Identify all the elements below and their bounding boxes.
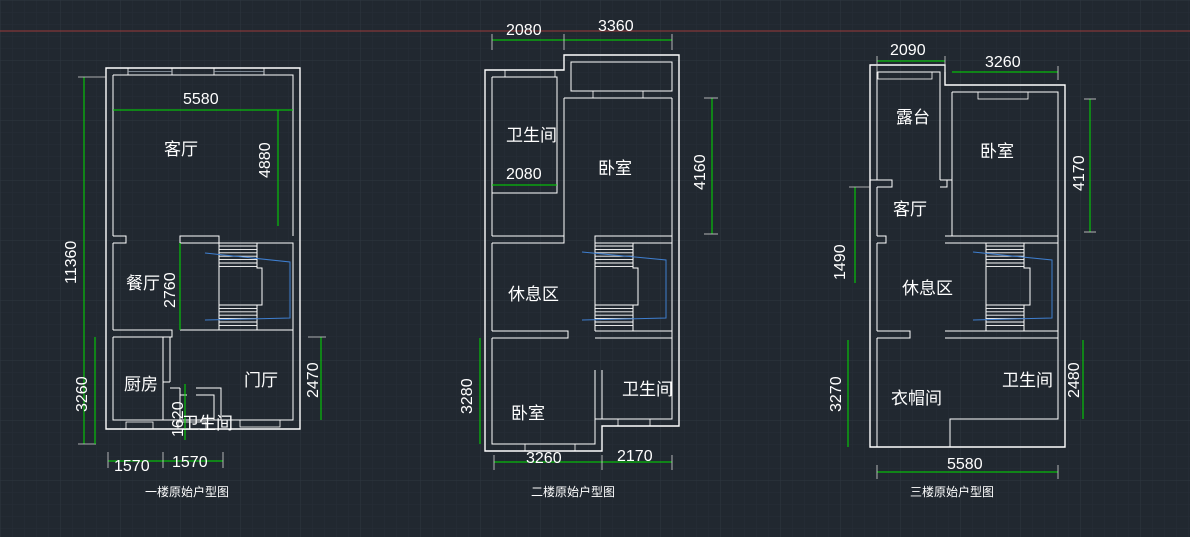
room-bath: 卫生间 (1002, 371, 1053, 391)
plan-title: 三楼原始户型图 (910, 484, 994, 499)
top-windows (127, 67, 265, 76)
top-windows (877, 71, 1029, 100)
dim-front-depth: 3260 (74, 376, 91, 412)
bottom-windows (125, 419, 281, 430)
dim-top-left: 2090 (890, 42, 926, 59)
outer-walls (484, 54, 680, 452)
dim-right-bottom: 2480 (1066, 362, 1083, 398)
staircase (204, 242, 294, 331)
bottom-windows (524, 418, 651, 452)
inner-wall-outline (112, 74, 294, 421)
room-lounge: 休息区 (902, 279, 953, 299)
room-bath: 卫生间 (182, 414, 233, 434)
plan-title: 二楼原始户型图 (531, 484, 615, 499)
dim-right-depth: 4170 (1071, 155, 1088, 191)
room-bedroom: 卧室 (980, 142, 1014, 162)
dim-dining-depth: 2760 (162, 272, 179, 308)
dim-living-depth: 4880 (257, 142, 274, 178)
dim-bottom-width: 5580 (947, 456, 983, 473)
kitchen-walls (162, 337, 222, 420)
staircase (581, 243, 667, 331)
plan-floor-3: 2090 3260 4170 1490 3270 2480 5580 露台 卧室… (828, 42, 1096, 499)
dim-left-mid: 1490 (832, 244, 849, 280)
dim-bottom-left: 1570 (114, 458, 150, 475)
room-bedroom-top: 卧室 (598, 159, 632, 179)
room-living: 客厅 (893, 200, 927, 220)
dim-total-height: 11360 (63, 241, 80, 284)
dim-right-depth: 4160 (692, 154, 709, 190)
room-terrace: 露台 (896, 108, 930, 128)
room-bath-top: 卫生间 (506, 126, 557, 146)
dim-inner: 2080 (506, 166, 542, 183)
dim-left-depth: 3280 (459, 378, 476, 414)
dim-left-bottom: 3270 (828, 376, 845, 412)
dim-bottom-mid: 1570 (172, 454, 208, 471)
dim-hall-depth: 2470 (305, 362, 322, 398)
room-closet: 衣帽间 (891, 389, 942, 409)
plan-title: 一楼原始户型图 (145, 484, 229, 499)
plan-floor-1: 5580 4880 11360 2760 3260 1620 2470 1570… (63, 67, 326, 499)
top-windows (504, 69, 644, 99)
inner-walls (876, 71, 1059, 447)
dim-top-right: 3260 (985, 54, 1021, 71)
partition-walls (492, 186, 673, 419)
dim-bottom-right: 2170 (617, 448, 653, 465)
staircase (972, 243, 1053, 331)
dim-top-right: 3360 (598, 18, 634, 35)
plan-floor-2: 2080 3360 2080 4160 3280 3260 2170 卫生间 卧… (459, 18, 718, 499)
room-bedroom-bottom: 卧室 (511, 404, 545, 424)
room-living: 客厅 (164, 140, 198, 160)
dim-top-left: 2080 (506, 22, 542, 39)
dim-top-width: 5580 (183, 91, 219, 108)
room-kitchen: 厨房 (124, 375, 158, 395)
dim-bottom-left: 3260 (526, 450, 562, 467)
partition-walls (870, 179, 1059, 339)
room-bath-bottom: 卫生间 (622, 380, 673, 400)
room-hall: 门厅 (244, 371, 278, 391)
room-dining: 餐厅 (126, 274, 160, 294)
dim-bath-depth: 1620 (170, 401, 187, 437)
dimension-lines (847, 56, 1096, 479)
room-lounge: 休息区 (508, 285, 559, 305)
dimension-lines (78, 76, 326, 468)
dimension-lines (479, 34, 718, 470)
